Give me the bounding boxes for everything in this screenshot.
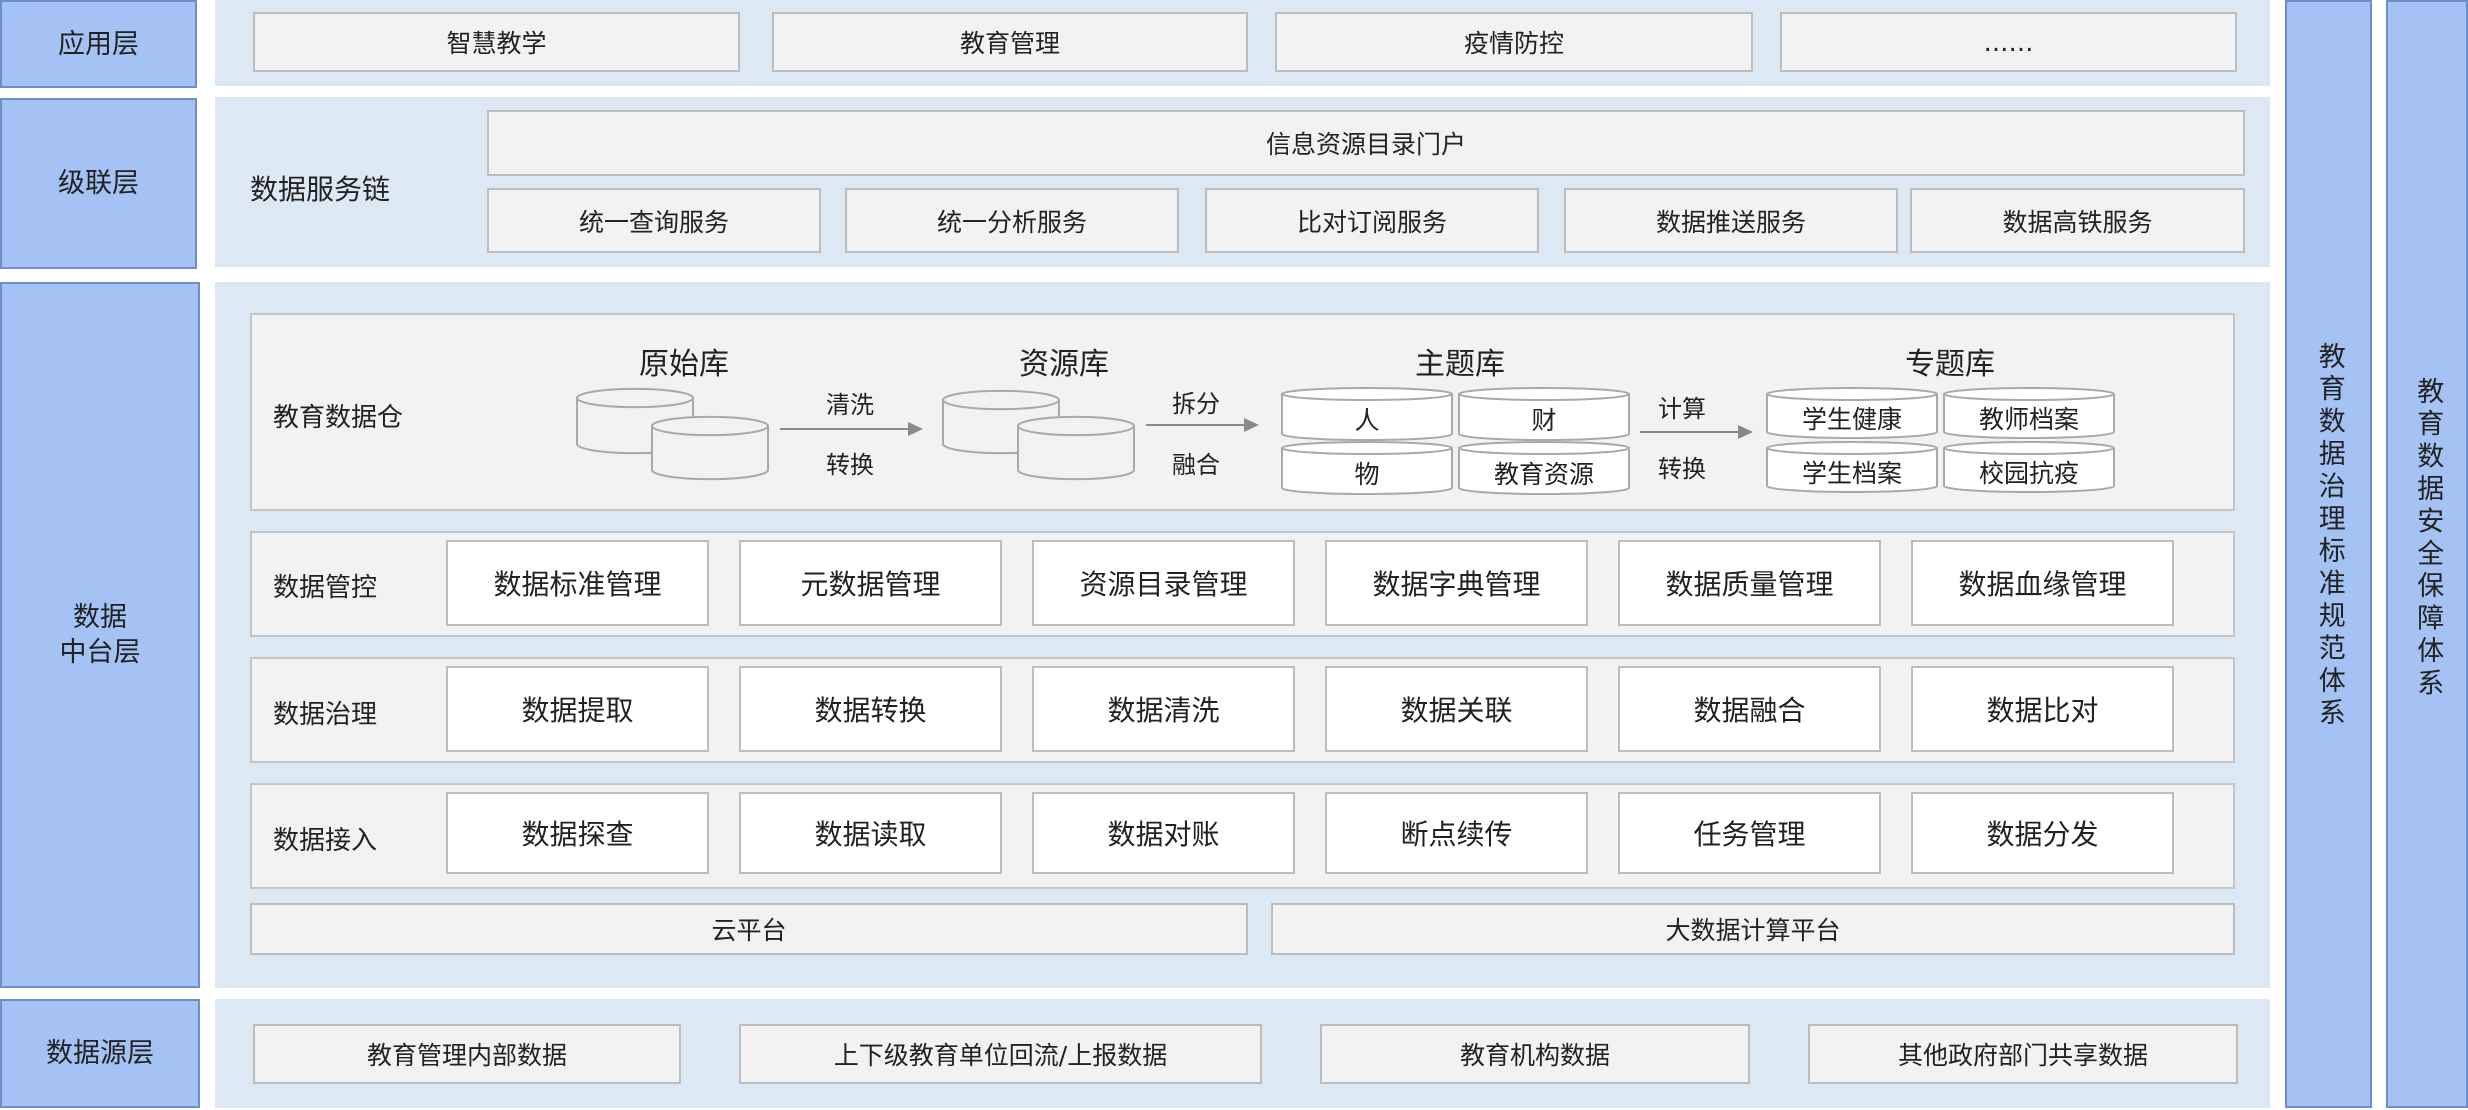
raw-db-title: 原始库 bbox=[639, 346, 729, 382]
layer-label-app: 应用层 bbox=[0, 0, 197, 88]
standards-system-bar: 教育数据治理标准规范体系 bbox=[2285, 0, 2372, 1108]
database-icon bbox=[1943, 441, 2115, 493]
arrow-label-bottom: 转换 bbox=[826, 450, 874, 479]
database-icon bbox=[1766, 441, 1938, 493]
arrow-label-top: 拆分 bbox=[1172, 389, 1220, 418]
control-item: 元数据管理 bbox=[739, 540, 1002, 626]
resource-db-title: 资源库 bbox=[1019, 346, 1109, 382]
control-item: 数据血缘管理 bbox=[1911, 540, 2174, 626]
governance-item: 数据关联 bbox=[1325, 666, 1588, 752]
service-box: 比对订阅服务 bbox=[1205, 188, 1539, 253]
special-item: 学生健康 bbox=[1801, 404, 1902, 434]
source-item: 其他政府部门共享数据 bbox=[1808, 1024, 2238, 1084]
database-icon bbox=[651, 415, 769, 481]
governance-item: 数据清洗 bbox=[1032, 666, 1295, 752]
governance-item: 数据提取 bbox=[446, 666, 709, 752]
arrow-label-top: 清洗 bbox=[826, 390, 874, 419]
access-item: 数据分发 bbox=[1911, 792, 2174, 874]
topic-db-title: 主题库 bbox=[1415, 346, 1505, 382]
control-item: 数据标准管理 bbox=[446, 540, 709, 626]
app-item: 教育管理 bbox=[772, 12, 1248, 72]
governance-item: 数据转换 bbox=[739, 666, 1002, 752]
service-box: 统一分析服务 bbox=[845, 188, 1179, 253]
access-item: 断点续传 bbox=[1325, 792, 1588, 874]
app-item: 智慧教学 bbox=[253, 12, 740, 72]
security-system-label: 教育数据安全保障体系 bbox=[2412, 377, 2444, 701]
governance-item: 数据融合 bbox=[1618, 666, 1881, 752]
layer-label-cascade: 级联层 bbox=[0, 98, 197, 269]
service-box: 数据推送服务 bbox=[1564, 188, 1898, 253]
database-icon bbox=[1017, 415, 1135, 481]
access-item: 数据读取 bbox=[739, 792, 1002, 874]
service-box: 数据高铁服务 bbox=[1910, 188, 2245, 253]
source-item: 教育管理内部数据 bbox=[253, 1024, 681, 1084]
control-item: 资源目录管理 bbox=[1032, 540, 1295, 626]
arrow-right-icon bbox=[1146, 418, 1259, 432]
standards-system-label: 教育数据治理标准规范体系 bbox=[2313, 342, 2345, 731]
database-icon bbox=[1458, 387, 1630, 441]
topic-item: 财 bbox=[1531, 406, 1557, 435]
database-icon bbox=[1281, 387, 1453, 441]
database-icon bbox=[1766, 387, 1938, 439]
database-icon bbox=[1943, 387, 2115, 439]
control-item: 数据字典管理 bbox=[1325, 540, 1588, 626]
layer-label-platform: 数据 中台层 bbox=[0, 282, 200, 988]
portal-box: 信息资源目录门户 bbox=[487, 110, 2245, 176]
source-item: 教育机构数据 bbox=[1320, 1024, 1750, 1084]
data-governance-label: 数据治理 bbox=[273, 699, 378, 730]
database-icon bbox=[1281, 441, 1453, 495]
arrow-label-bottom: 转换 bbox=[1658, 454, 1706, 483]
special-db-title: 专题库 bbox=[1905, 346, 1995, 382]
cloud-platform-box: 云平台 bbox=[250, 903, 1248, 955]
access-item: 数据对账 bbox=[1032, 792, 1295, 874]
arrow-label-bottom: 融合 bbox=[1172, 450, 1220, 479]
control-item: 数据质量管理 bbox=[1618, 540, 1881, 626]
special-item: 教师档案 bbox=[1978, 404, 2079, 434]
layer-label-source: 数据源层 bbox=[0, 999, 200, 1108]
arrow-right-icon bbox=[780, 422, 923, 436]
access-item: 任务管理 bbox=[1618, 792, 1881, 874]
data-control-label: 数据管控 bbox=[273, 572, 378, 603]
security-system-bar: 教育数据安全保障体系 bbox=[2386, 0, 2468, 1108]
governance-item: 数据比对 bbox=[1911, 666, 2174, 752]
app-item: 疫情防控 bbox=[1275, 12, 1753, 72]
data-access-label: 数据接入 bbox=[273, 825, 378, 856]
service-box: 统一查询服务 bbox=[487, 188, 821, 253]
app-item: …… bbox=[1780, 12, 2237, 72]
source-item: 上下级教育单位回流/上报数据 bbox=[739, 1024, 1262, 1084]
topic-item: 人 bbox=[1354, 406, 1380, 435]
database-icon bbox=[1458, 441, 1630, 495]
special-item: 学生档案 bbox=[1801, 458, 1902, 488]
bigdata-platform-box: 大数据计算平台 bbox=[1271, 903, 2235, 955]
special-item: 校园抗疫 bbox=[1978, 458, 2079, 488]
arrow-label-top: 计算 bbox=[1658, 394, 1706, 423]
access-item: 数据探查 bbox=[446, 792, 709, 874]
topic-item: 教育资源 bbox=[1493, 460, 1594, 489]
warehouse-label: 教育数据仓 bbox=[273, 402, 404, 433]
service-chain-label: 数据服务链 bbox=[250, 172, 391, 206]
topic-item: 物 bbox=[1354, 460, 1380, 489]
arrow-right-icon bbox=[1640, 425, 1753, 439]
